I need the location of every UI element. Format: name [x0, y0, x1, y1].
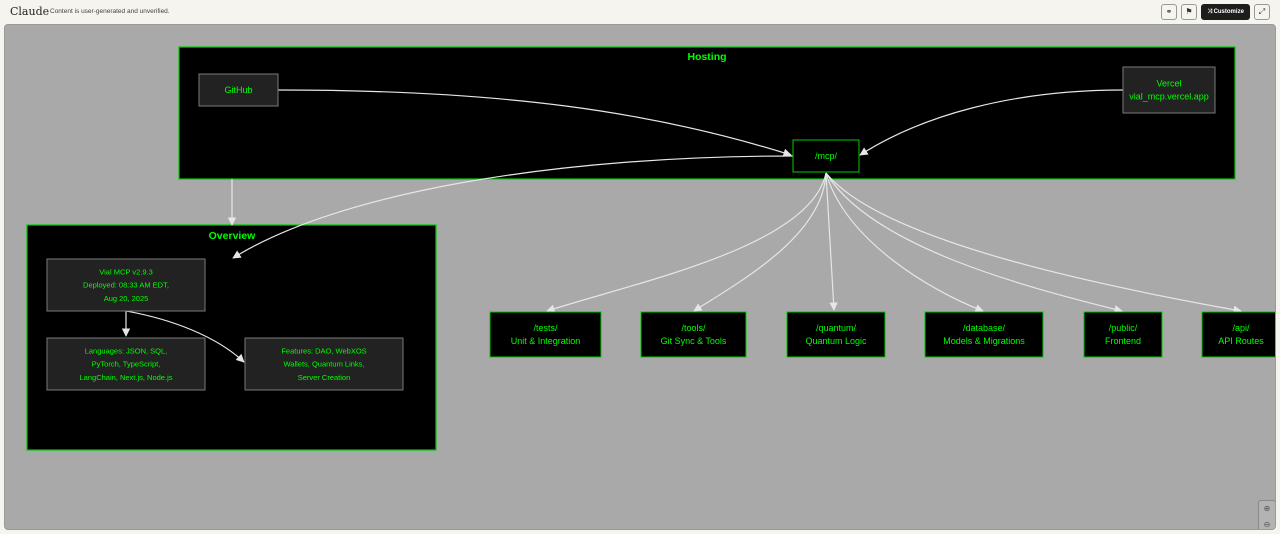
node-tests[interactable]	[489, 311, 602, 358]
node-vercel[interactable]	[1122, 66, 1216, 114]
expand-button[interactable]: ⤢	[1254, 4, 1270, 20]
edge-mcp-to-tests	[546, 172, 827, 313]
cluster-hosting-title: Hosting	[687, 51, 726, 63]
node-github-label: GitHub	[224, 85, 252, 95]
content-notice: Content is user-generated and unverified…	[50, 8, 170, 15]
customize-button[interactable]: ⤨ Customize	[1201, 4, 1250, 20]
zoom-controls: ⊕ ⊖ ⤢	[1258, 500, 1275, 529]
node-api[interactable]	[1201, 311, 1276, 358]
node-quantum-label: Quantum Logic	[805, 336, 867, 346]
node-languages-label: Languages: JSON, SQL,	[85, 346, 168, 355]
cluster-hosting[interactable]	[178, 46, 1236, 180]
edge-mcp-to-api	[825, 172, 1242, 314]
node-database[interactable]	[924, 311, 1044, 358]
zoom-in-icon: ⊕	[1263, 504, 1271, 513]
zoom-in-button[interactable]: ⊕	[1259, 501, 1275, 517]
node-features-label: Wallets, Quantum Links,	[283, 360, 364, 369]
node-database-label: /database/	[963, 323, 1006, 333]
edge-mcp-to-database	[825, 172, 984, 313]
node-mcp[interactable]	[792, 139, 860, 173]
node-quantum[interactable]	[786, 311, 886, 358]
edge-vercel-to-mcp	[859, 89, 1124, 156]
node-tests-label: /tests/	[533, 323, 558, 333]
customize-icon: ⤨	[1207, 9, 1214, 15]
flag-button[interactable]: ⚑	[1181, 4, 1197, 20]
flag-icon: ⚑	[1185, 7, 1193, 16]
edge-mcp-to-quantum	[825, 172, 838, 311]
node-public[interactable]	[1083, 311, 1163, 358]
link-icon: ⚭	[1165, 7, 1173, 16]
node-database-label: Models & Migrations	[943, 336, 1025, 346]
node-tools-label: /tools/	[681, 323, 706, 333]
node-languages[interactable]	[46, 337, 206, 391]
node-vial-label: Vial MCP v2.9.3	[99, 267, 153, 276]
node-features-label: Features: DAO, WebXOS	[281, 346, 366, 355]
node-vercel-label: Vercel	[1156, 79, 1181, 89]
node-quantum-label: /quantum/	[816, 323, 857, 333]
zoom-out-button[interactable]: ⊖	[1259, 517, 1275, 529]
zoom-out-icon: ⊖	[1263, 520, 1271, 529]
edge-mcp-to-vial	[232, 155, 794, 259]
node-languages-label: LangChain, Next.js, Node.js	[80, 373, 173, 382]
edge-mcp-to-public	[825, 172, 1123, 314]
node-vial-label: Aug 20, 2025	[104, 294, 149, 303]
expand-icon: ⤢	[1258, 7, 1266, 16]
edge-github-to-mcp	[277, 89, 792, 157]
node-tests-label: Unit & Integration	[511, 336, 581, 346]
node-tools[interactable]	[640, 311, 747, 358]
edge-vial-to-features	[125, 310, 245, 363]
top-bar: Claude Content is user-generated and unv…	[0, 0, 1280, 24]
node-features[interactable]	[244, 337, 404, 391]
node-github[interactable]	[198, 73, 279, 107]
node-api-label: /api/	[1232, 323, 1250, 333]
cluster-overview-title: Overview	[209, 230, 257, 242]
brand-logo: Claude	[10, 5, 50, 18]
edge-mcp-to-tools	[693, 172, 827, 312]
node-languages-label: PyTorch, TypeScript,	[92, 360, 161, 369]
link-button[interactable]: ⚭	[1161, 4, 1177, 20]
node-tools-label: Git Sync & Tools	[661, 336, 727, 346]
node-vial[interactable]	[46, 258, 206, 312]
node-mcp-label: /mcp/	[815, 151, 838, 161]
node-features-label: Server Creation	[298, 373, 351, 382]
node-vercel-label: vial_mcp.vercel.app	[1129, 92, 1209, 102]
node-public-label: /public/	[1109, 323, 1138, 333]
customize-label: Customize	[1213, 9, 1244, 15]
node-public-label: Frontend	[1105, 336, 1141, 346]
node-vial-label: Deployed: 08:33 AM EDT,	[83, 281, 169, 290]
node-api-label: API Routes	[1218, 336, 1264, 346]
